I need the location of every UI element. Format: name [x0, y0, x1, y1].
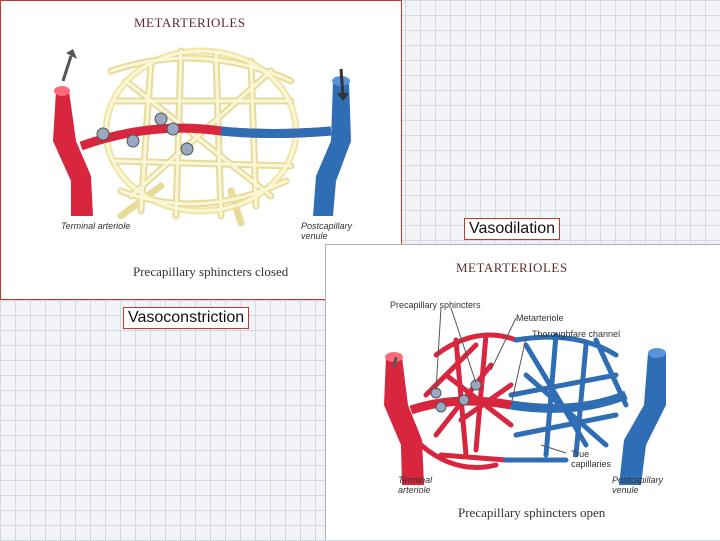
flow-arrow-up [61, 55, 73, 82]
label-postcapillary-venule: Postcapillary venule [612, 475, 664, 495]
label-terminal-arteriole: Terminal arteriole [398, 475, 433, 495]
panel-sphincters-closed: METARTERIOLES [0, 0, 402, 300]
panel-title: METARTERIOLES [456, 260, 568, 275]
label-metarteriole: Metarteriole [516, 313, 564, 323]
postcapillary-venule [619, 353, 666, 485]
panel-sphincters-open: METARTERIOLES [325, 244, 720, 540]
label-thoroughfare-channel: Thoroughfare channel [532, 329, 621, 339]
label-precapillary-sphincters: Precapillary sphincters [390, 300, 481, 310]
label-postcapillary-venule: Postcapillary venule [301, 221, 353, 241]
label-terminal-arteriole: Terminal arteriole [61, 221, 131, 231]
sphincter-closed-markers [96, 112, 194, 156]
closed-vessel-diagram [53, 47, 351, 227]
vasoconstriction-label: Vasoconstriction [123, 307, 250, 329]
open-vessel-diagram [384, 307, 666, 485]
caption-closed: Precapillary sphincters closed [133, 264, 289, 279]
postcapillary-venule [313, 81, 351, 216]
thoroughfare-channel [409, 396, 512, 415]
label-true-capillaries: True capillaries [571, 449, 612, 469]
terminal-arteriole [53, 91, 93, 216]
flow-arrow-down [339, 68, 345, 97]
vasodilation-label: Vasodilation [464, 218, 560, 240]
sphincter-open-markers [430, 379, 482, 413]
terminal-arteriole [384, 357, 424, 485]
caption-open: Precapillary sphincters open [458, 505, 606, 520]
panel-title: METARTERIOLES [134, 15, 246, 30]
